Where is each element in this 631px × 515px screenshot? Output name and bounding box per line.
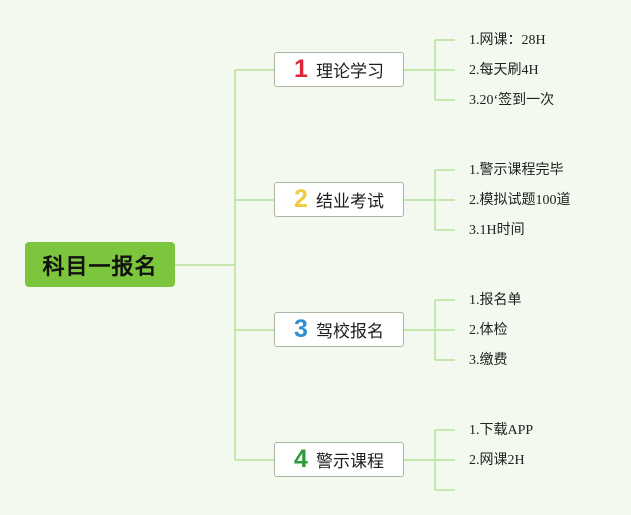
branch-topic-2[interactable]: 2 结业考试 xyxy=(274,182,404,217)
leaf-item-2-2[interactable]: 2.模拟试题100道 xyxy=(469,193,571,208)
branch-label-4: 警示课程 xyxy=(315,452,384,472)
leaf-item-1-1[interactable]: 1.网课：28H xyxy=(469,33,546,48)
branch-label-1: 理论学习 xyxy=(315,62,384,82)
leaf-item-4-2[interactable]: 2.网课2H xyxy=(469,453,525,468)
leaf-item-2-3[interactable]: 3.1H时间 xyxy=(469,223,525,238)
branch-number-1: 1 xyxy=(294,55,308,83)
leaf-item-3-2[interactable]: 2.体检 xyxy=(469,323,508,338)
branch-number-4: 4 xyxy=(294,445,308,473)
leaf-item-3-1[interactable]: 1.报名单 xyxy=(469,293,522,308)
branch-topic-3[interactable]: 3 驾校报名 xyxy=(274,312,404,347)
root-topic[interactable]: 科目一报名 xyxy=(25,242,175,287)
branch-label-2: 结业考试 xyxy=(315,192,384,212)
branch-topic-4[interactable]: 4 警示课程 xyxy=(274,442,404,477)
root-topic-label: 科目一报名 xyxy=(42,254,158,280)
branch-label-3: 驾校报名 xyxy=(315,322,384,342)
leaf-item-4-1[interactable]: 1.下载APP xyxy=(469,423,534,438)
leaf-item-3-3[interactable]: 3.缴费 xyxy=(469,353,508,368)
leaf-item-1-2[interactable]: 2.每天刷4H xyxy=(469,63,539,78)
branch-number-3: 3 xyxy=(294,315,308,343)
leaf-item-2-1[interactable]: 1.警示课程完毕 xyxy=(469,163,564,178)
leaf-item-1-3[interactable]: 3.20‘签到一次 xyxy=(469,93,555,108)
branch-topic-1[interactable]: 1 理论学习 xyxy=(274,52,404,87)
branch-number-2: 2 xyxy=(294,185,308,213)
